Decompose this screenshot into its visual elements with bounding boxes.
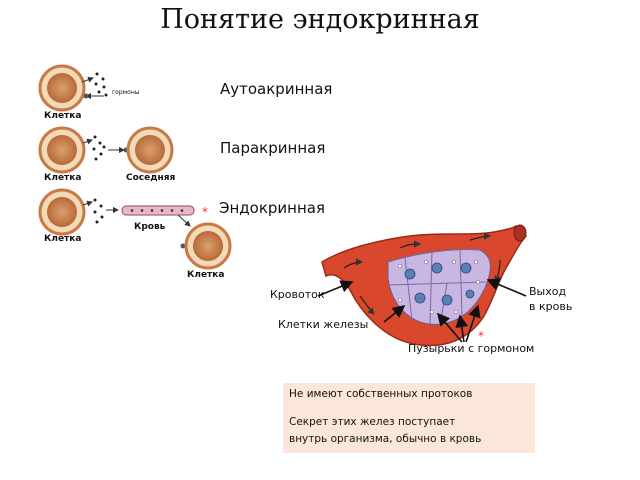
arrow-out-1 — [81, 76, 94, 83]
label-output-2: в кровь — [529, 300, 573, 313]
label-paracrine: Паракринная — [220, 139, 326, 157]
label-hormones: гормоны — [112, 89, 140, 96]
info-box: Не имеют собственных протоков Секрет эти… — [283, 383, 535, 453]
receptor-1 — [83, 93, 89, 99]
vesicle-dots — [397, 259, 481, 315]
label-blood-flow: Кровоток — [270, 288, 325, 301]
label-endocrine: Эндокринная — [219, 199, 325, 217]
hormone-dots-1 — [94, 72, 108, 97]
label-blood: Кровь — [134, 222, 166, 232]
callout-lines — [317, 278, 527, 343]
autocrine-cell — [38, 64, 86, 112]
arrow-to-target — [177, 214, 191, 227]
label-vesicles: Пузырьки с гормоном — [408, 342, 535, 355]
label-autocrine: Аутоакринная — [220, 80, 333, 98]
blood-vessel-small — [121, 205, 195, 216]
label-cell-1: Клетка — [44, 111, 82, 121]
paracrine-cell — [38, 126, 86, 174]
red-asterisk-2: * — [478, 329, 484, 343]
info-line-2: Секрет этих желез поступает — [289, 416, 456, 428]
label-cell-2: Клетка — [44, 173, 82, 183]
neighbor-cell — [126, 126, 174, 174]
endocrine-cell — [38, 188, 86, 236]
label-cell-3: Клетка — [44, 234, 82, 244]
label-gland-cells: Клетки железы — [278, 318, 369, 331]
target-cell — [184, 222, 232, 270]
hormone-dots-2 — [92, 135, 106, 161]
info-line-3: внутрь организма, обычно в кровь — [289, 433, 482, 445]
label-output-1: Выход — [529, 285, 567, 298]
label-cell-4: Клетка — [187, 270, 225, 280]
info-line-1: Не имеют собственных протоков — [289, 388, 473, 400]
red-asterisk-1: * — [202, 205, 208, 219]
gland-nuclei — [404, 262, 475, 306]
label-neighbor: Соседняя — [126, 173, 176, 183]
page-title: Понятие эндокринная — [160, 4, 480, 35]
hormone-dots-3 — [93, 198, 104, 224]
